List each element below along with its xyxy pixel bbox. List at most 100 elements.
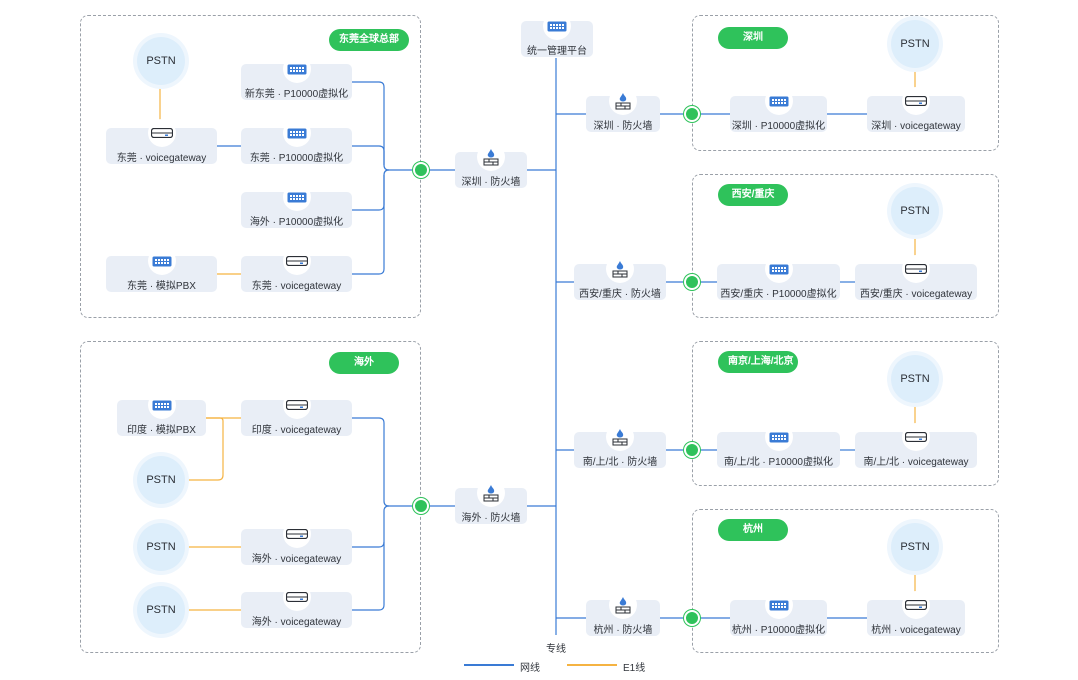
region-hangzhou bbox=[692, 509, 999, 653]
pstn-label: PSTN bbox=[146, 474, 176, 486]
switch-hub bbox=[415, 164, 427, 176]
node-label: 西安/重庆 · 防火墙 bbox=[579, 289, 661, 300]
region-overseas bbox=[80, 341, 421, 653]
gateway-icon bbox=[902, 87, 930, 115]
pstn-node[interactable]: PSTN bbox=[137, 586, 185, 634]
firewall-node[interactable]: 海外 · 防火墙 bbox=[455, 479, 527, 524]
gateway-icon bbox=[282, 583, 311, 611]
p10000-node[interactable]: 深圳 · P10000虚拟化 bbox=[730, 87, 827, 132]
firewall-node[interactable]: 深圳 · 防火墙 bbox=[455, 143, 527, 188]
region-shenzhen bbox=[692, 15, 999, 151]
node-label: 新东莞 · P10000虚拟化 bbox=[244, 89, 349, 100]
node-label: 深圳 · P10000虚拟化 bbox=[731, 121, 826, 132]
trunk-label: 专线 bbox=[546, 644, 566, 655]
management-platform[interactable]: 统一管理平台 bbox=[521, 12, 593, 57]
gateway-icon bbox=[282, 520, 311, 548]
firewall-node[interactable]: 杭州 · 防火墙 bbox=[586, 591, 660, 636]
p10000-node[interactable]: 海外 · P10000虚拟化 bbox=[241, 183, 352, 228]
node-label: 东莞 · voicegateway bbox=[116, 153, 207, 164]
rack-icon bbox=[543, 12, 571, 40]
rack-icon bbox=[282, 119, 311, 147]
pstn-node[interactable]: PSTN bbox=[891, 355, 939, 403]
node-label: 海外 · voicegateway bbox=[251, 617, 342, 628]
rack-icon bbox=[282, 183, 311, 211]
pstn-node[interactable]: PSTN bbox=[137, 37, 185, 85]
node-label: 西安/重庆 · voicegateway bbox=[859, 289, 973, 300]
voicegateway-node[interactable]: 东莞 · voicegateway bbox=[106, 119, 217, 164]
node-label: 印度 · voicegateway bbox=[251, 425, 342, 436]
node-label: 南/上/北 · 防火墙 bbox=[582, 457, 658, 468]
p10000-node[interactable]: 西安/重庆 · P10000虚拟化 bbox=[717, 255, 840, 300]
rack-icon bbox=[764, 423, 793, 451]
pstn-node[interactable]: PSTN bbox=[137, 456, 185, 504]
voicegateway-node[interactable]: 海外 · voicegateway bbox=[241, 583, 352, 628]
rack-icon bbox=[147, 247, 176, 275]
firewall-icon bbox=[606, 255, 634, 283]
node-label: 东莞 · P10000虚拟化 bbox=[249, 153, 344, 164]
firewall-icon bbox=[477, 479, 505, 507]
switch-hub bbox=[415, 500, 427, 512]
node-label: 深圳 · 防火墙 bbox=[593, 121, 653, 132]
node-label: 杭州 · 防火墙 bbox=[593, 625, 653, 636]
rack-icon bbox=[764, 255, 793, 283]
p10000-node[interactable]: 杭州 · P10000虚拟化 bbox=[730, 591, 827, 636]
voicegateway-node[interactable]: 海外 · voicegateway bbox=[241, 520, 352, 565]
voicegateway-node[interactable]: 东莞 · voicegateway bbox=[241, 247, 352, 292]
gateway-icon bbox=[902, 255, 930, 283]
firewall-node[interactable]: 南/上/北 · 防火墙 bbox=[574, 423, 666, 468]
rack-icon bbox=[282, 55, 311, 83]
node-label: 深圳 · voicegateway bbox=[871, 121, 961, 132]
gateway-icon bbox=[902, 423, 930, 451]
voicegateway-node[interactable]: 深圳 · voicegateway bbox=[867, 87, 965, 132]
node-label: 杭州 · voicegateway bbox=[871, 625, 961, 636]
region-tag: 杭州 bbox=[718, 519, 788, 541]
node-label: 统一管理平台 bbox=[527, 46, 587, 57]
p10000-node[interactable]: 东莞 · P10000虚拟化 bbox=[241, 119, 352, 164]
firewall-icon bbox=[606, 423, 634, 451]
pstn-label: PSTN bbox=[146, 604, 176, 616]
voicegateway-node[interactable]: 南/上/北 · voicegateway bbox=[855, 423, 977, 468]
p10000-node[interactable]: 新东莞 · P10000虚拟化 bbox=[241, 55, 352, 100]
pbx-node[interactable]: 东莞 · 模拟PBX bbox=[106, 247, 217, 292]
voicegateway-node[interactable]: 印度 · voicegateway bbox=[241, 391, 352, 436]
rack-icon bbox=[764, 87, 793, 115]
firewall-icon bbox=[609, 591, 637, 619]
firewall-icon bbox=[477, 143, 505, 171]
region-tag: 深圳 bbox=[718, 27, 788, 49]
node-label: 深圳 · 防火墙 bbox=[461, 177, 521, 188]
node-label: 南/上/北 · voicegateway bbox=[863, 457, 969, 468]
legend-e1-swatch bbox=[567, 664, 617, 666]
legend-network-label: 网线 bbox=[520, 663, 540, 674]
pbx-node[interactable]: 印度 · 模拟PBX bbox=[117, 391, 206, 436]
region-tag: 海外 bbox=[329, 352, 399, 374]
firewall-node[interactable]: 西安/重庆 · 防火墙 bbox=[574, 255, 666, 300]
legend-e1-label: E1线 bbox=[623, 663, 646, 674]
region-tag: 西安/重庆 bbox=[718, 184, 788, 206]
switch-hub bbox=[686, 276, 698, 288]
pstn-label: PSTN bbox=[146, 55, 176, 67]
firewall-node[interactable]: 深圳 · 防火墙 bbox=[586, 87, 660, 132]
switch-hub bbox=[686, 108, 698, 120]
pstn-node[interactable]: PSTN bbox=[891, 523, 939, 571]
region-tag: 东莞全球总部 bbox=[329, 29, 409, 51]
region-xian bbox=[692, 174, 999, 318]
pstn-label: PSTN bbox=[900, 38, 930, 50]
node-label: 海外 · P10000虚拟化 bbox=[249, 217, 344, 228]
firewall-icon bbox=[609, 87, 637, 115]
pstn-label: PSTN bbox=[900, 205, 930, 217]
pstn-label: PSTN bbox=[900, 373, 930, 385]
p10000-node[interactable]: 南/上/北 · P10000虚拟化 bbox=[717, 423, 840, 468]
node-label: 印度 · 模拟PBX bbox=[127, 425, 196, 436]
switch-hub bbox=[686, 444, 698, 456]
pstn-node[interactable]: PSTN bbox=[137, 523, 185, 571]
gateway-icon bbox=[902, 591, 930, 619]
voicegateway-node[interactable]: 西安/重庆 · voicegateway bbox=[855, 255, 977, 300]
pstn-node[interactable]: PSTN bbox=[891, 187, 939, 235]
voicegateway-node[interactable]: 杭州 · voicegateway bbox=[867, 591, 965, 636]
node-label: 西安/重庆 · P10000虚拟化 bbox=[720, 289, 837, 300]
node-label: 海外 · 防火墙 bbox=[461, 513, 521, 524]
rack-icon bbox=[147, 391, 176, 419]
pstn-node[interactable]: PSTN bbox=[891, 20, 939, 68]
node-label: 杭州 · P10000虚拟化 bbox=[731, 625, 826, 636]
node-label: 海外 · voicegateway bbox=[251, 554, 342, 565]
